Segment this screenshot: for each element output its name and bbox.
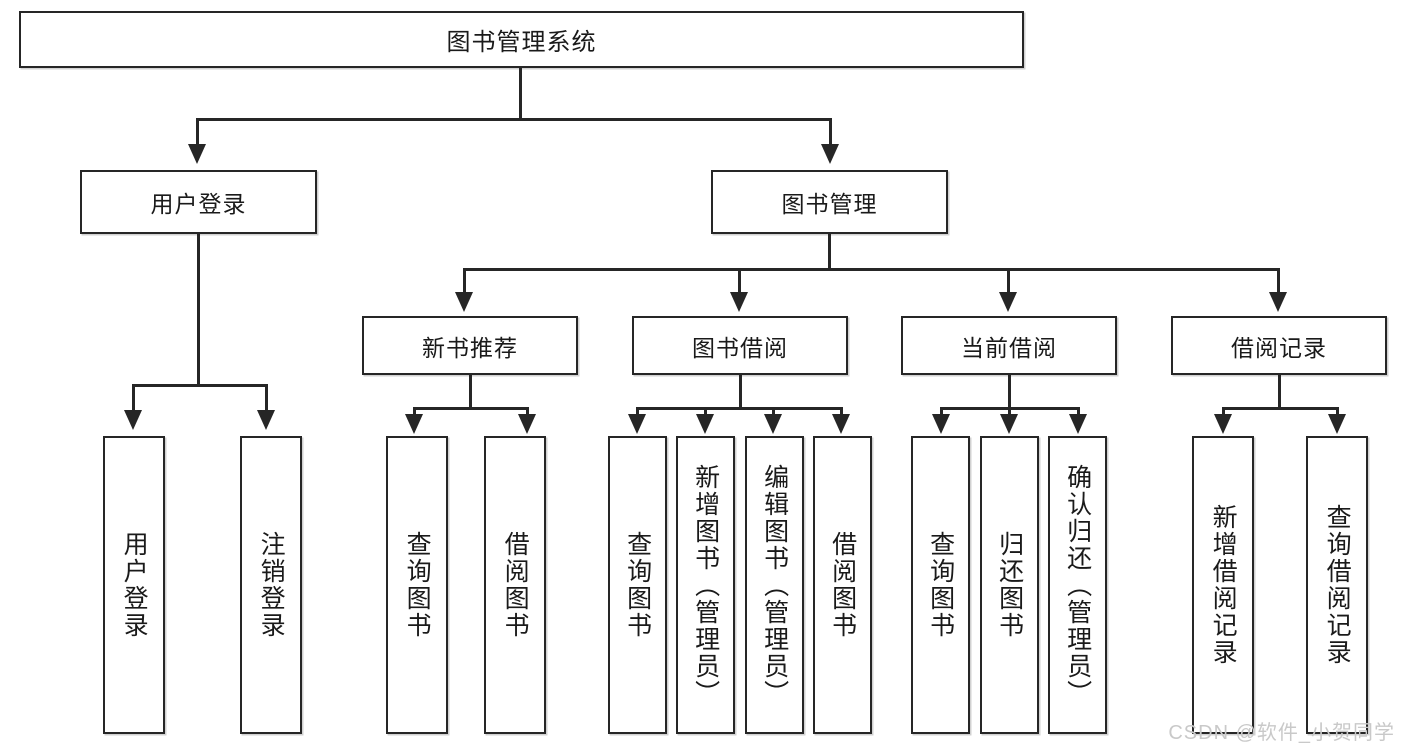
arrowhead-leaf-user-login [124,410,142,430]
node-root-system[interactable]: 图书管理系统 [19,11,1024,68]
arrowhead-leaf-br-2 [1328,414,1346,434]
arrowhead-leaf-cb-2 [1000,414,1018,434]
node-borrow-record[interactable]: 借阅记录 [1171,316,1387,375]
arrowhead-leaf-logout [257,410,275,430]
arrowhead-book-borrow [730,292,748,312]
leaf-bb-query-book[interactable]: 查询图书 [608,436,667,734]
edge-new-book-stem [469,375,472,409]
node-label: 用户登录 [150,191,247,217]
edge-user-login-bus [132,384,267,387]
node-label: 查询借阅记录 [1323,504,1352,666]
edge-user-login-drop-2 [265,384,268,412]
arrowhead-current-borrow [999,292,1017,312]
leaf-cb-query-book[interactable]: 查询图书 [911,436,970,734]
leaf-logout[interactable]: 注销登录 [240,436,302,734]
node-book-manage[interactable]: 图书管理 [711,170,948,234]
edge-level3-drop-4 [1277,268,1280,294]
arrowhead-leaf-bb-2 [696,414,714,434]
node-book-borrow[interactable]: 图书借阅 [632,316,848,375]
node-label: 当前借阅 [961,334,1057,361]
arrowhead-leaf-bb-1 [628,414,646,434]
edge-br-drop-2 [1336,407,1339,419]
arrowhead-leaf-bb-4 [832,414,850,434]
leaf-user-login[interactable]: 用户登录 [103,436,165,734]
node-label: 新书推荐 [422,334,518,361]
edge-bb-drop-1 [636,407,639,419]
edge-root-to-user-login [196,118,199,146]
edge-borrow-record-bus [1222,407,1339,410]
arrowhead-leaf-nb-1 [405,414,423,434]
edge-root-bus [196,118,832,121]
edge-root-stem [519,68,522,120]
node-label: 查询图书 [403,531,432,639]
leaf-cb-return-book[interactable]: 归还图书 [980,436,1039,734]
leaf-bb-borrow-book[interactable]: 借阅图书 [813,436,872,734]
leaf-nb-borrow-book[interactable]: 借阅图书 [484,436,546,734]
edge-bb-drop-3 [772,407,775,419]
edge-cb-drop-3 [1077,407,1080,419]
edge-level3-bus [463,268,1279,271]
edge-level3-drop-3 [1007,268,1010,294]
edge-book-borrow-bus [636,407,842,410]
edge-cb-drop-1 [940,407,943,419]
edge-new-book-drop-1 [413,407,416,419]
node-label: 注销登录 [257,531,286,639]
node-user-login[interactable]: 用户登录 [80,170,317,234]
node-label: 归还图书 [995,531,1024,639]
edge-cb-drop-2 [1008,407,1011,419]
node-new-book-recommend[interactable]: 新书推荐 [362,316,578,375]
edge-new-book-bus [413,407,529,410]
leaf-nb-query-book[interactable]: 查询图书 [386,436,448,734]
edge-root-to-book-manage [829,118,832,146]
arrowhead-leaf-br-1 [1214,414,1232,434]
node-label: 图书管理系统 [446,29,597,56]
leaf-bb-edit-book-admin[interactable]: 编辑图书（管理员） [745,436,804,734]
leaf-cb-confirm-return-admin[interactable]: 确认归还（管理员） [1048,436,1107,734]
node-label: 编辑图书（管理员） [760,463,789,707]
node-label: 确认归还（管理员） [1063,463,1092,707]
arrowhead-book-manage [821,144,839,164]
node-label: 图书借阅 [692,334,788,361]
arrowhead-leaf-cb-3 [1069,414,1087,434]
arrowhead-new-book [455,292,473,312]
leaf-br-add-record[interactable]: 新增借阅记录 [1192,436,1254,734]
arrowhead-user-login [188,144,206,164]
node-label: 图书管理 [781,191,878,217]
node-label: 借阅记录 [1231,334,1327,361]
edge-book-borrow-stem [739,375,742,409]
edge-borrow-record-stem [1278,375,1281,409]
arrowhead-leaf-bb-3 [764,414,782,434]
edge-user-login-drop-1 [132,384,135,412]
edge-book-manage-stem [828,234,831,270]
edge-current-borrow-stem [1008,375,1011,409]
arrowhead-leaf-nb-2 [518,414,536,434]
edge-br-drop-1 [1222,407,1225,419]
node-current-borrow[interactable]: 当前借阅 [901,316,1117,375]
node-label: 查询图书 [926,531,955,639]
node-label: 借阅图书 [828,531,857,639]
leaf-bb-add-book-admin[interactable]: 新增图书（管理员） [676,436,735,734]
node-label: 新增借阅记录 [1209,504,1238,666]
edge-new-book-drop-2 [526,407,529,419]
edge-bb-drop-2 [704,407,707,419]
node-label: 查询图书 [623,531,652,639]
arrowhead-leaf-cb-1 [932,414,950,434]
edge-level3-drop-1 [463,268,466,294]
edge-level3-drop-2 [738,268,741,294]
edge-bb-drop-4 [840,407,843,419]
arrowhead-borrow-record [1269,292,1287,312]
node-label: 新增图书（管理员） [691,463,720,707]
edge-user-login-stem [197,234,200,386]
node-label: 用户登录 [120,531,149,639]
leaf-br-query-record[interactable]: 查询借阅记录 [1306,436,1368,734]
node-label: 借阅图书 [501,531,530,639]
